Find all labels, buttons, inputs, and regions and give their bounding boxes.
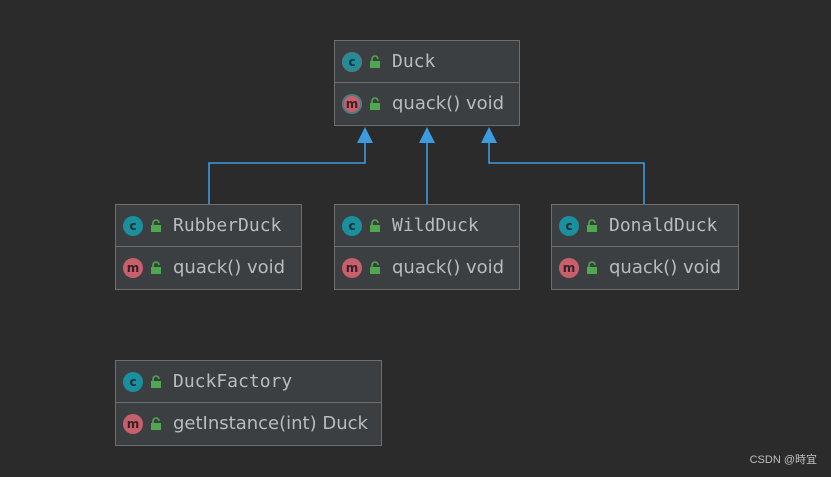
class-name: Duck — [392, 51, 436, 72]
public-lock-icon — [587, 260, 597, 274]
class-donaldduck[interactable]: c DonaldDuck m quack() void — [551, 204, 739, 290]
class-name: DuckFactory — [173, 371, 293, 392]
public-lock-icon — [370, 260, 380, 274]
arrowhead-wildduck — [419, 127, 435, 143]
class-icon: c — [342, 215, 362, 236]
watermark: CSDN @時宜 — [749, 454, 817, 466]
method-icon: m — [342, 257, 362, 278]
method-signature: quack() void — [173, 257, 286, 278]
method-icon: m — [342, 93, 362, 114]
arrowhead-rubberduck — [357, 127, 373, 143]
method-signature: getInstance(int) Duck — [173, 413, 368, 434]
class-duck[interactable]: c Duck m quack() void — [334, 40, 520, 126]
arrowhead-donaldduck — [481, 127, 497, 143]
public-lock-icon — [370, 218, 380, 232]
class-duckfactory[interactable]: c DuckFactory m getInstance(int) Duck — [115, 360, 382, 446]
static-method-icon: m — [123, 413, 143, 434]
public-lock-icon — [151, 374, 161, 388]
method-row: m getInstance(int) Duck — [116, 403, 381, 444]
public-lock-icon — [370, 96, 380, 110]
class-header: c RubberDuck — [116, 205, 301, 247]
class-header: c Duck — [335, 41, 519, 83]
method-signature: quack() void — [609, 257, 722, 278]
public-lock-icon — [151, 416, 161, 430]
class-icon: c — [342, 51, 362, 72]
class-wildduck[interactable]: c WildDuck m quack() void — [334, 204, 520, 290]
class-icon: c — [123, 215, 143, 236]
class-header: c DuckFactory — [116, 361, 381, 403]
method-row: m quack() void — [116, 247, 301, 288]
class-icon: c — [559, 215, 579, 236]
method-signature: quack() void — [392, 257, 505, 278]
method-row: m quack() void — [335, 247, 519, 288]
edge-donaldduck-to-duck — [488, 143, 645, 205]
class-name: RubberDuck — [173, 215, 282, 236]
method-row: m quack() void — [335, 83, 519, 124]
edge-rubberduck-to-duck — [208, 143, 366, 205]
method-row: m quack() void — [552, 247, 738, 288]
class-rubberduck[interactable]: c RubberDuck m quack() void — [115, 204, 302, 290]
method-icon: m — [559, 257, 579, 278]
public-lock-icon — [151, 260, 161, 274]
class-icon: c — [123, 371, 143, 392]
class-header: c WildDuck — [335, 205, 519, 247]
method-icon: m — [123, 257, 143, 278]
class-name: WildDuck — [392, 215, 479, 236]
public-lock-icon — [587, 218, 597, 232]
class-name: DonaldDuck — [609, 215, 718, 236]
public-lock-icon — [151, 218, 161, 232]
public-lock-icon — [370, 54, 380, 68]
class-header: c DonaldDuck — [552, 205, 738, 247]
method-signature: quack() void — [392, 93, 505, 114]
